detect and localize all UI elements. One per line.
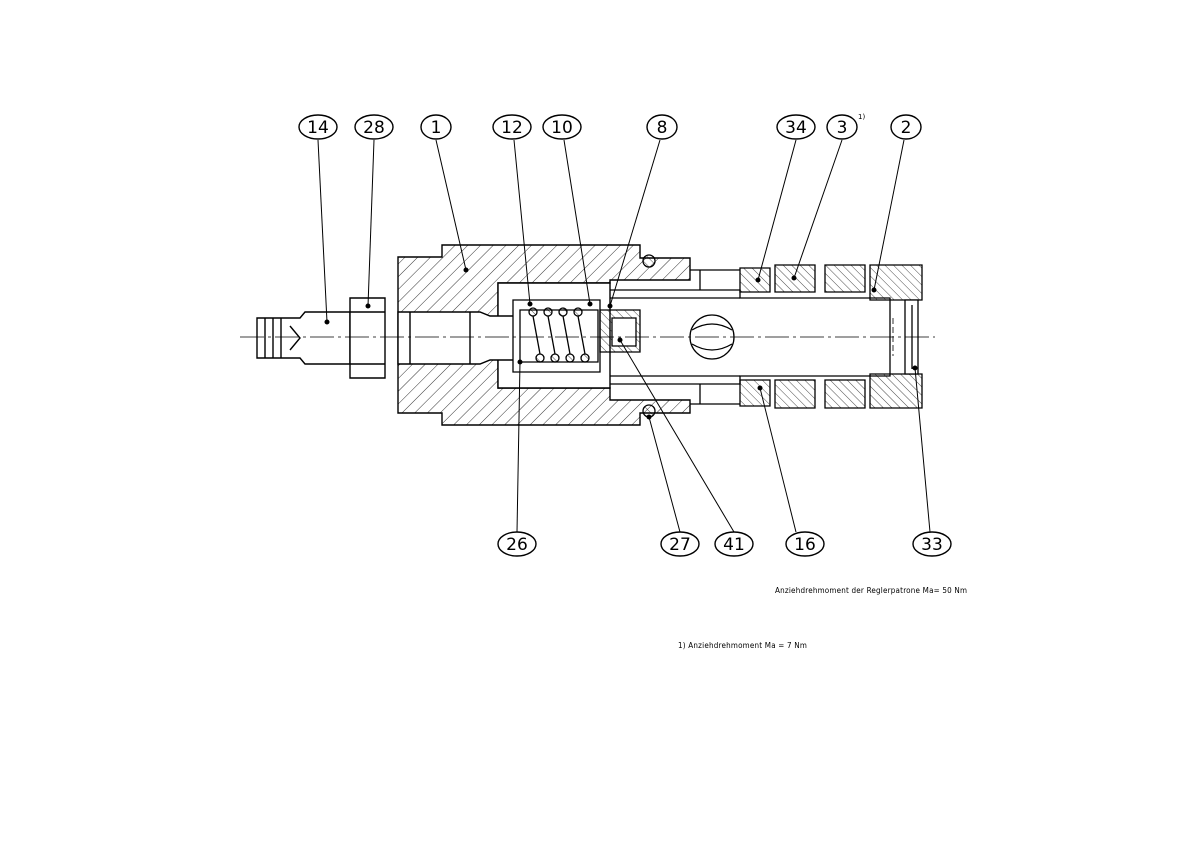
torque-note-footnote: 1) Anziehdrehmoment Ma = 7 Nm [678,641,808,650]
ring-part-34 [739,267,771,293]
svg-text:8: 8 [657,118,668,138]
balloon-1: 1 [420,114,452,140]
balloon-12: 12 [492,114,532,140]
svg-text:1): 1) [858,113,865,121]
cap-part-2 [869,264,923,301]
balloons-top: 14 28 1 12 10 8 34 3 1) 2 [298,113,922,140]
balloon-3: 3 1) [826,113,865,140]
leader-lines [317,139,931,533]
balloon-33: 33 [912,531,952,557]
svg-text:34: 34 [785,118,807,138]
svg-text:2: 2 [901,118,912,138]
balloon-16: 16 [785,531,825,557]
svg-text:12: 12 [501,118,523,138]
balloons-bottom: 26 27 41 16 33 [497,531,952,557]
balloon-41: 41 [714,531,754,557]
balloon-27: 27 [660,531,700,557]
balloon-2: 2 [890,114,922,140]
svg-text:14: 14 [307,118,329,138]
balloon-28: 28 [354,114,394,140]
lock-nut-part-28 [349,297,386,379]
svg-text:16: 16 [794,535,816,555]
o-ring-top [642,254,656,268]
svg-text:41: 41 [723,535,745,555]
svg-text:33: 33 [921,535,943,555]
balloon-14: 14 [298,114,338,140]
adjust-stem-assembly [256,297,521,379]
balloon-10: 10 [542,114,582,140]
svg-text:3: 3 [837,118,848,138]
spring-part-10 [528,307,590,363]
svg-text:28: 28 [363,118,385,138]
stem-end-part-14 [256,311,351,365]
svg-text:27: 27 [669,535,691,555]
balloon-26: 26 [497,531,537,557]
balloon-8: 8 [646,114,678,140]
svg-text:10: 10 [551,118,573,138]
balloon-34: 34 [776,114,816,140]
cartridge-sleeve [610,264,923,409]
spring-chamber [512,299,641,373]
ring-part-16 [739,379,771,407]
svg-text:26: 26 [506,535,528,555]
torque-note-cartridge: Anziehdrehmoment der Reglerpatrone Ma= 5… [775,586,968,595]
svg-text:1: 1 [431,118,442,138]
